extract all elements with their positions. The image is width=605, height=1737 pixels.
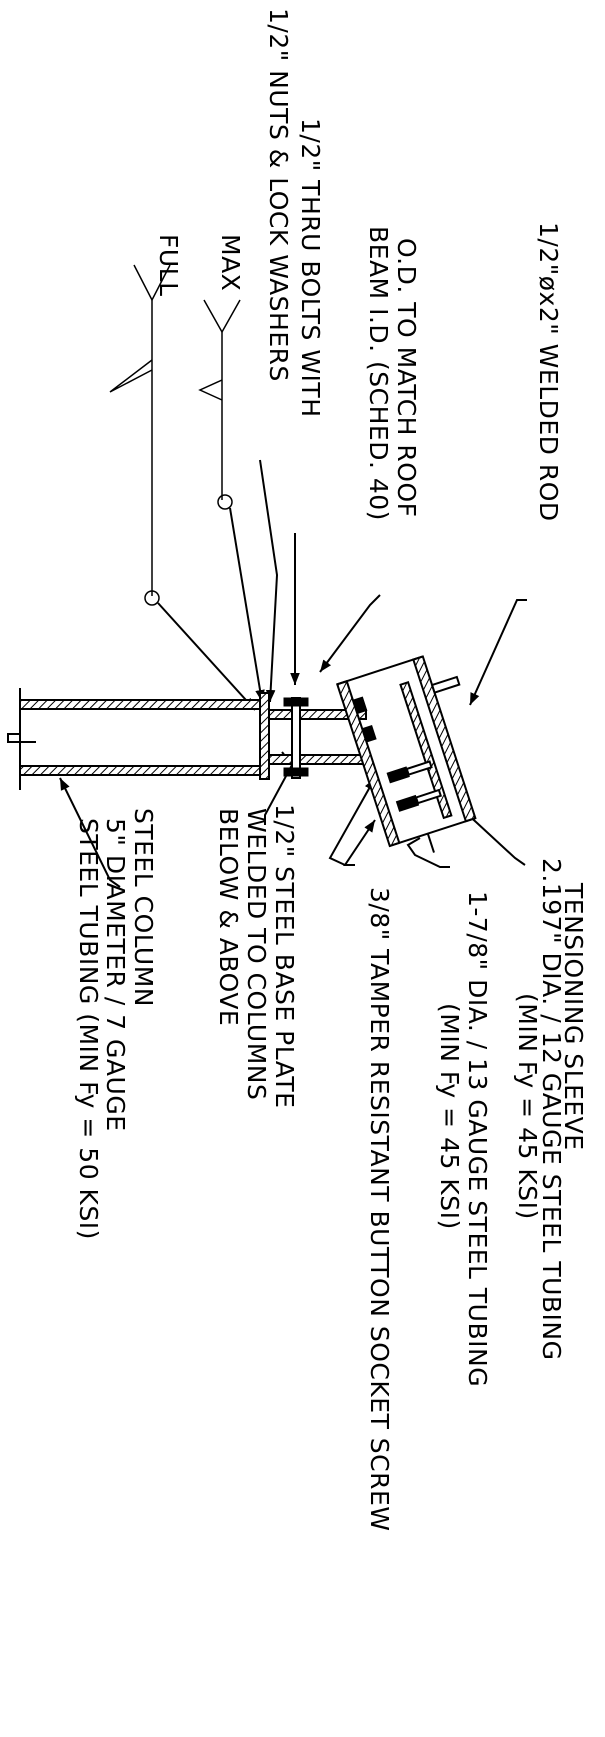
label-tube-line1: 1-7/8" DIA. / 13 GAUGE STEEL TUBING	[463, 891, 492, 1387]
labels-group: 1/2"øx2" WELDED ROD O.D. TO MATCH ROOF B…	[74, 8, 588, 1532]
label-sleeve-line2: (MIN Fy = 45 KSI)	[513, 993, 542, 1220]
label-column-line3: STEEL TUBING (MIN Fy = 50 KSI)	[74, 818, 103, 1240]
weld-full-symbol-circle	[144, 590, 160, 606]
label-od-line1: O.D. TO MATCH ROOF	[392, 238, 421, 518]
thru-bolt-shank	[291, 697, 301, 779]
label-bolts-line1: 1/2" THRU BOLTS WITH	[296, 118, 325, 418]
base-plate	[259, 692, 270, 780]
tensioning-sleeve-assembly	[335, 655, 477, 853]
column-wall-bottom	[19, 765, 261, 776]
base-plate-section	[259, 692, 270, 780]
label-plate-line1: 1/2" STEEL BASE PLATE	[270, 804, 299, 1108]
column-wall-top	[19, 699, 261, 710]
leader-sleeve	[462, 809, 526, 866]
weld-max-symbol-circle	[217, 494, 233, 510]
leader-weld-full-mark	[109, 359, 153, 393]
leader-weld-max-mark-upper	[203, 299, 241, 334]
stub-wall-bottom	[268, 754, 367, 765]
label-sleeve-line1: 2.197" DIA. / 12 GAUGE STEEL TUBING	[537, 858, 566, 1361]
label-weld-max: MAX	[216, 234, 245, 291]
leader-weld-full-mark-upper	[133, 264, 171, 302]
label-bolts-line2: 1/2" NUTS & LOCK WASHERS	[264, 8, 293, 382]
leader-tube	[406, 837, 450, 868]
leader-screw-2	[328, 777, 376, 866]
stub-wall-top	[268, 709, 367, 720]
label-sleeve-title: TENSIONING SLEEVE	[559, 882, 588, 1151]
leader-screw-1	[343, 819, 376, 866]
thru-bolt-head	[283, 697, 309, 707]
roof-beam-stub	[268, 697, 367, 779]
column-break-notch	[7, 733, 36, 743]
leader-steel-column	[59, 777, 121, 888]
leader-lines	[59, 264, 527, 888]
leader-weld-max-mark	[198, 379, 223, 401]
screw-top-1	[352, 696, 368, 715]
thru-bolt-nut	[283, 767, 309, 777]
leader-nuts-washers	[259, 459, 279, 703]
welded-rod	[430, 675, 461, 694]
inner-tube-wall	[399, 681, 453, 820]
screw-2-shank	[414, 788, 443, 805]
screw-1-shank	[405, 760, 433, 776]
screw-top-2	[361, 725, 377, 743]
label-welded-rod: 1/2"øx2" WELDED ROD	[534, 222, 563, 522]
leader-welded-rod	[469, 599, 527, 706]
label-column-line2: 5" DIAMETER / 7 GAUGE	[101, 818, 130, 1132]
sleeve-end-pin	[426, 833, 435, 853]
label-plate-line3: BELOW & ABOVE	[214, 808, 243, 1026]
label-plate-line2: WELDED TO COLUMNS	[242, 808, 271, 1100]
steel-column	[7, 688, 261, 790]
sleeve-cap-bottom	[389, 817, 476, 847]
label-column-line1: STEEL COLUMN	[129, 808, 158, 1007]
label-tube-line2: (MIN Fy = 45 KSI)	[435, 1003, 464, 1230]
leader-weld-max-arrow	[229, 507, 265, 703]
label-od-line2: BEAM I.D. (SCHED. 40)	[364, 226, 393, 521]
label-screw: 3/8" TAMPER RESISTANT BUTTON SOCKET SCRE…	[365, 887, 394, 1532]
sleeve-cap-top	[336, 655, 424, 686]
leader-od	[319, 594, 381, 673]
leader-weld-full-arrow	[157, 602, 256, 711]
